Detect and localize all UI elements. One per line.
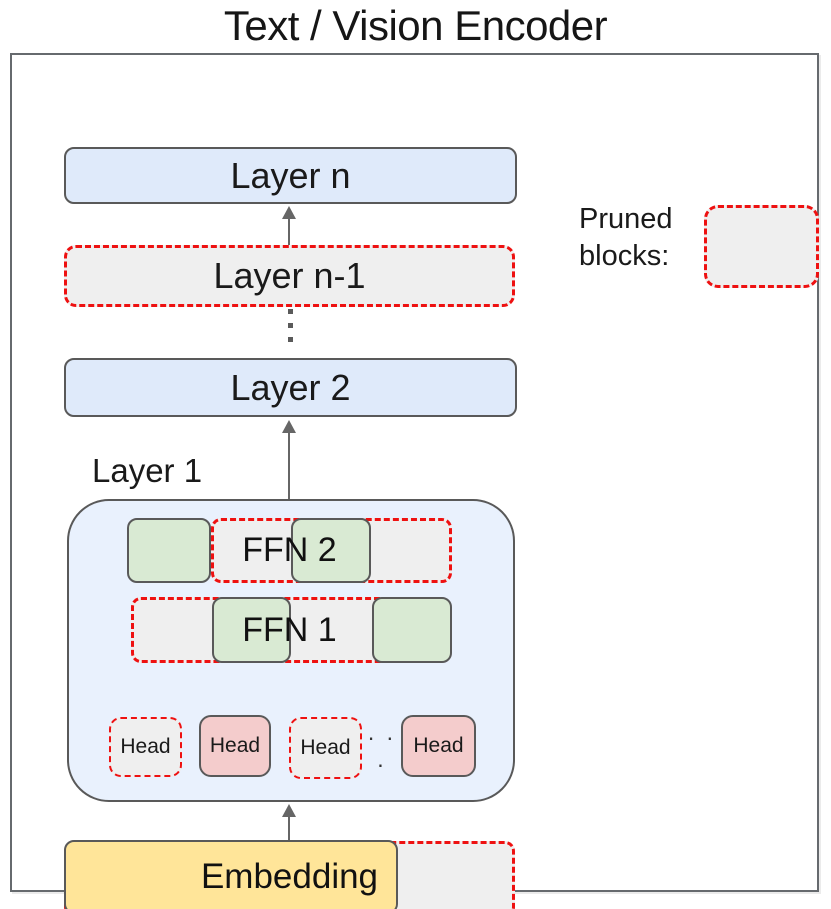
arrow-shaft [288, 217, 290, 245]
layer-n-minus-1-label: Layer n-1 [213, 255, 366, 296]
ffn1-kept-block [372, 597, 452, 663]
encoder-frame: Layer n Layer n-1 Layer 2 Layer 1 [10, 53, 819, 909]
arrow-shaft [288, 431, 290, 499]
legend-label: Pruned blocks: [579, 201, 673, 275]
ffn2-kept-block [291, 518, 371, 583]
vertical-ellipsis-icon [288, 309, 293, 343]
layer-1-label: Layer 1 [92, 452, 203, 489]
head-label: Head [120, 735, 171, 758]
attention-head-pruned: Head [109, 717, 182, 777]
head-label: Head [413, 734, 464, 757]
arrow-shaft [288, 815, 290, 840]
layer-2-label: Layer 2 [230, 366, 351, 408]
arrow-up-icon [281, 420, 297, 499]
arrow-up-icon [281, 804, 297, 840]
layer-n-label: Layer n [230, 154, 351, 196]
arrowhead-icon [282, 420, 296, 433]
layer-n-minus-1-pruned-block: Layer n-1 [64, 245, 515, 307]
diagram-title: Text / Vision Encoder [223, 2, 608, 49]
arrowhead-icon [282, 206, 296, 219]
legend-pruned-swatch [704, 205, 819, 288]
attention-head-pruned: Head [289, 717, 362, 779]
ffn1-kept-block [212, 597, 291, 663]
heads-ellipsis: . . . [367, 719, 397, 772]
dot [288, 309, 293, 314]
head-label: Head [209, 734, 261, 757]
dot [288, 337, 293, 342]
arrowhead-icon [282, 804, 296, 817]
layer-2-block: Layer 2 [64, 358, 517, 417]
layer-n-block: Layer n [64, 147, 517, 204]
dot [288, 323, 293, 328]
attention-head-kept: Head [199, 715, 271, 777]
arrow-up-icon [281, 206, 297, 245]
legend-line1: Pruned [579, 203, 673, 235]
legend-line2: blocks: [579, 240, 670, 272]
embedding-block [64, 840, 398, 909]
layer-1-container: FFN 2 FFN 1 Head Head Head . . . Head [67, 499, 515, 802]
ffn2-kept-block [127, 518, 211, 583]
head-label: Head [300, 736, 351, 759]
attention-head-kept: Head [401, 715, 476, 777]
